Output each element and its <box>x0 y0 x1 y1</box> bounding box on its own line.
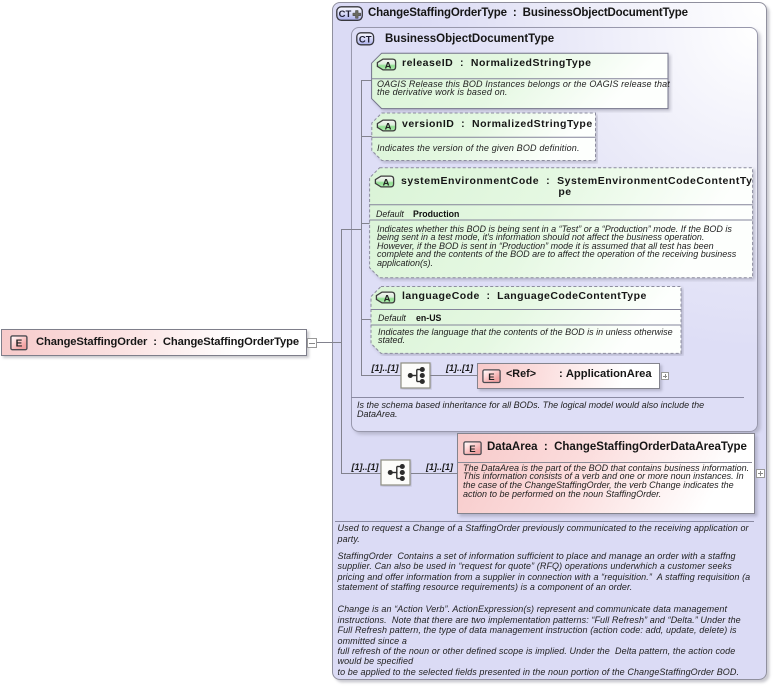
svg-text:A: A <box>382 177 389 188</box>
svg-text:CT: CT <box>359 34 372 45</box>
svg-text:CT: CT <box>339 9 352 20</box>
svg-text:A: A <box>384 121 391 132</box>
svg-text:E: E <box>469 443 475 454</box>
svg-text:E: E <box>16 338 23 349</box>
svg-text:E: E <box>488 371 494 382</box>
svg-text:A: A <box>384 60 391 71</box>
svg-text:A: A <box>383 293 390 304</box>
